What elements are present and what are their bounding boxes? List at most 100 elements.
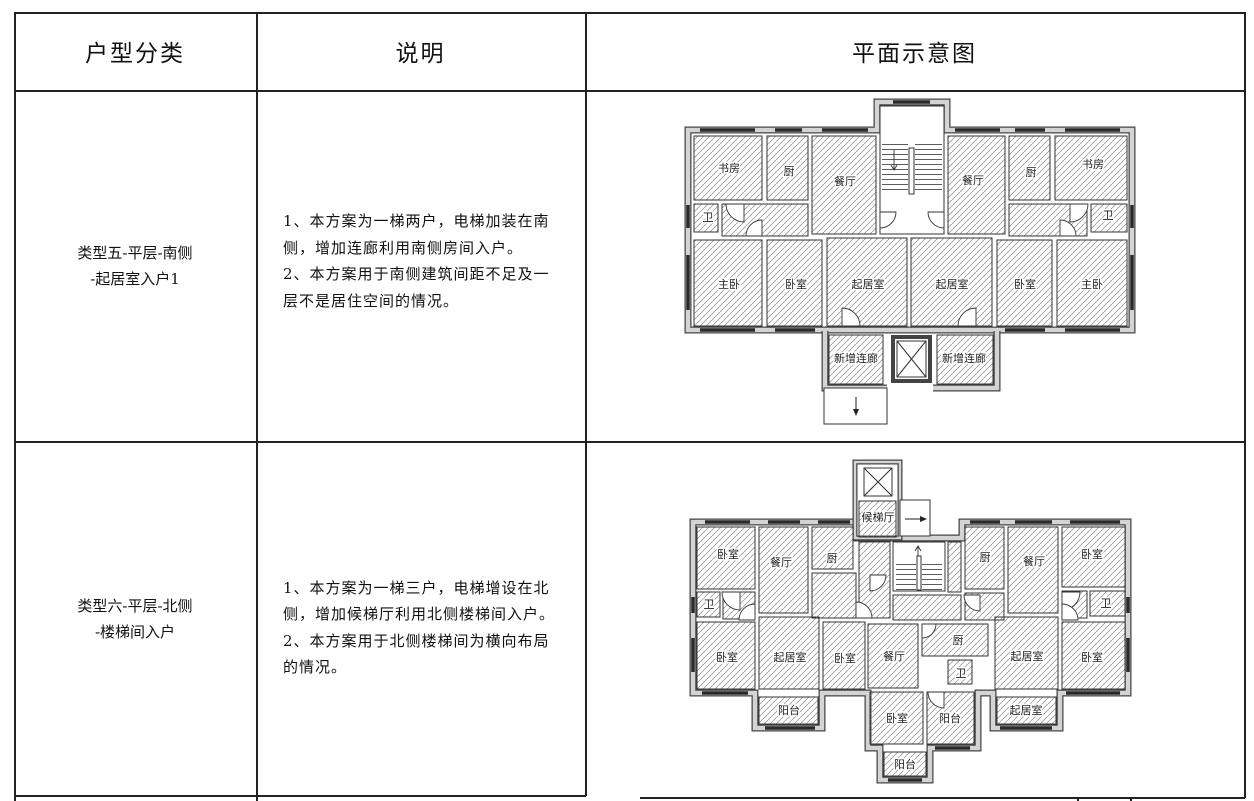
room-label: 卧室 bbox=[886, 711, 908, 725]
room-label: 卫 bbox=[703, 211, 714, 224]
description-line: 1、本方案为一梯三户，电梯增设在北 bbox=[283, 578, 550, 597]
room-label: 卧室 bbox=[717, 547, 739, 561]
room-labels: 候梯厅 卧室 餐厅 厨 厨 餐厅 卧室 卫 卫 卧室 起居室 卧室 餐厅 厨 起… bbox=[702, 509, 1113, 773]
room-label: 起居室 bbox=[936, 277, 969, 291]
room-study-left bbox=[693, 135, 763, 201]
description-line: 2、本方案用于南侧建筑间距不足及一 bbox=[283, 265, 550, 283]
header-type-label: 户型分类 bbox=[85, 41, 185, 67]
type-line: 类型五-平层-南侧 bbox=[77, 244, 193, 262]
room-labels: 书房 厨 餐厅 餐厅 厨 书房 卫 卫 主卧 卧室 起居室 起居室 卧室 主卧 … bbox=[701, 157, 1115, 367]
room-label: 阳台 bbox=[939, 711, 961, 725]
description-line: 2、本方案用于北侧楼梯间为横向布局 bbox=[283, 631, 550, 650]
room-label: 卧室 bbox=[716, 650, 738, 664]
room-label: 卫 bbox=[1103, 209, 1114, 222]
room-label: 起居室 bbox=[1010, 703, 1043, 717]
room-bedroom-cl bbox=[822, 621, 866, 690]
row-1-description: 1、本方案为一梯两户，电梯加装在南 侧，增加连廊利用南侧房间入户。 2、本方案用… bbox=[256, 91, 585, 431]
room-label: 餐厅 bbox=[883, 649, 905, 663]
room-living-right bbox=[994, 616, 1059, 690]
room-living-left bbox=[826, 237, 908, 327]
room-label: 厨 bbox=[784, 165, 795, 178]
type-line: -起居室入户1 bbox=[90, 270, 180, 288]
corridor-new-right bbox=[936, 334, 994, 385]
table-border-right bbox=[1244, 12, 1246, 798]
doors bbox=[721, 574, 1081, 709]
windows bbox=[686, 100, 1134, 332]
room-label: 阳台 bbox=[894, 757, 916, 771]
rooms bbox=[696, 526, 1126, 777]
row-1-type: 类型五-平层-南侧 -起居室入户1 bbox=[14, 91, 256, 441]
floor-plan-type-5: 书房 厨 餐厅 餐厅 厨 书房 卫 卫 主卧 卧室 起居室 起居室 卧室 主卧 … bbox=[684, 98, 1136, 425]
room-bedroom-br bbox=[1061, 621, 1126, 690]
room-dining-left bbox=[758, 526, 809, 614]
room-label: 新增连廊 bbox=[834, 351, 878, 365]
row-divider-2-right bbox=[640, 797, 1245, 799]
elevator-icon bbox=[863, 467, 893, 497]
room-label: 起居室 bbox=[852, 277, 885, 291]
room-label: 起居室 bbox=[1011, 649, 1044, 663]
room-balcony-center bbox=[883, 751, 927, 777]
corridor-new-left bbox=[828, 334, 884, 385]
room-dining-left bbox=[811, 135, 877, 235]
room-label: 卧室 bbox=[785, 277, 807, 291]
room-label: 书房 bbox=[718, 162, 740, 175]
row-divider-1 bbox=[14, 441, 1245, 443]
room-dining-right bbox=[947, 135, 1006, 235]
room-label: 卫 bbox=[1101, 597, 1112, 610]
rooms bbox=[693, 135, 1128, 385]
row-2-description: 1、本方案为一梯三户，电梯增设在北 侧，增加候梯厅利用北侧楼梯间入户。 2、本方… bbox=[256, 442, 585, 801]
room-bedroom-right bbox=[996, 239, 1053, 327]
room-label: 新增连廊 bbox=[942, 351, 986, 365]
room-dining-center bbox=[867, 623, 919, 689]
room-bedroom-bl bbox=[696, 621, 756, 690]
room-balcony-right bbox=[996, 696, 1057, 725]
room-bath-right bbox=[1089, 590, 1126, 617]
room-label: 起居室 bbox=[774, 650, 807, 664]
room-label: 餐厅 bbox=[962, 173, 984, 187]
header-divider bbox=[14, 90, 1245, 92]
room-bedroom-tr bbox=[1061, 526, 1126, 588]
header-type: 户型分类 bbox=[14, 12, 256, 90]
header-description-label: 说明 bbox=[395, 41, 446, 67]
row-2-type: 类型六-平层-北侧 -楼梯间入户 bbox=[14, 442, 256, 795]
row-divider-2 bbox=[14, 795, 586, 797]
table-border-left bbox=[14, 12, 16, 801]
elevator-icon bbox=[891, 335, 932, 383]
room-label: 卫 bbox=[956, 667, 967, 680]
room-kitchen-right bbox=[1008, 135, 1051, 201]
doors bbox=[725, 203, 1089, 327]
windows bbox=[691, 520, 1130, 782]
room-label: 餐厅 bbox=[1023, 554, 1045, 568]
room-kitchen-right bbox=[964, 526, 1005, 590]
room-label: 卧室 bbox=[834, 651, 856, 665]
room-label: 候梯厅 bbox=[862, 510, 895, 524]
header-description: 说明 bbox=[256, 12, 585, 90]
type-line: -楼梯间入户 bbox=[94, 622, 176, 641]
room-label: 卧室 bbox=[1081, 650, 1103, 664]
floor-plan-type-6: 候梯厅 卧室 餐厅 厨 厨 餐厅 卧室 卫 卫 卧室 起居室 卧室 餐厅 厨 起… bbox=[689, 459, 1132, 784]
room-elevator-lobby bbox=[858, 500, 897, 538]
header-plan-label: 平面示意图 bbox=[852, 41, 977, 67]
description-line: 层不是居住空间的情况。 bbox=[283, 291, 460, 310]
room-label: 餐厅 bbox=[834, 174, 856, 188]
room-bath-center bbox=[947, 659, 973, 685]
room-label: 书房 bbox=[1082, 158, 1104, 171]
room-label: 主卧 bbox=[1081, 278, 1103, 291]
table-border-top bbox=[14, 12, 1245, 14]
header-plan: 平面示意图 bbox=[585, 12, 1244, 90]
room-living-left bbox=[758, 616, 820, 690]
room-label: 厨 bbox=[953, 634, 964, 647]
description-line: 侧，增加候梯厅利用北侧楼梯间入户。 bbox=[283, 605, 556, 623]
hallway-center-c bbox=[892, 594, 962, 621]
room-study-right bbox=[1054, 135, 1128, 201]
room-label: 厨 bbox=[1026, 166, 1037, 179]
room-label: 卫 bbox=[704, 598, 715, 611]
type-line: 类型六-平层-北侧 bbox=[77, 596, 193, 615]
room-label: 阳台 bbox=[778, 703, 800, 717]
room-living-right bbox=[910, 237, 993, 327]
arrow-right-icon bbox=[899, 499, 931, 537]
room-label: 卧室 bbox=[1081, 547, 1103, 561]
staircase bbox=[892, 541, 946, 592]
description-line: 侧，增加连廊利用南侧房间入户。 bbox=[283, 238, 524, 257]
room-bedroom-tl bbox=[696, 526, 756, 590]
